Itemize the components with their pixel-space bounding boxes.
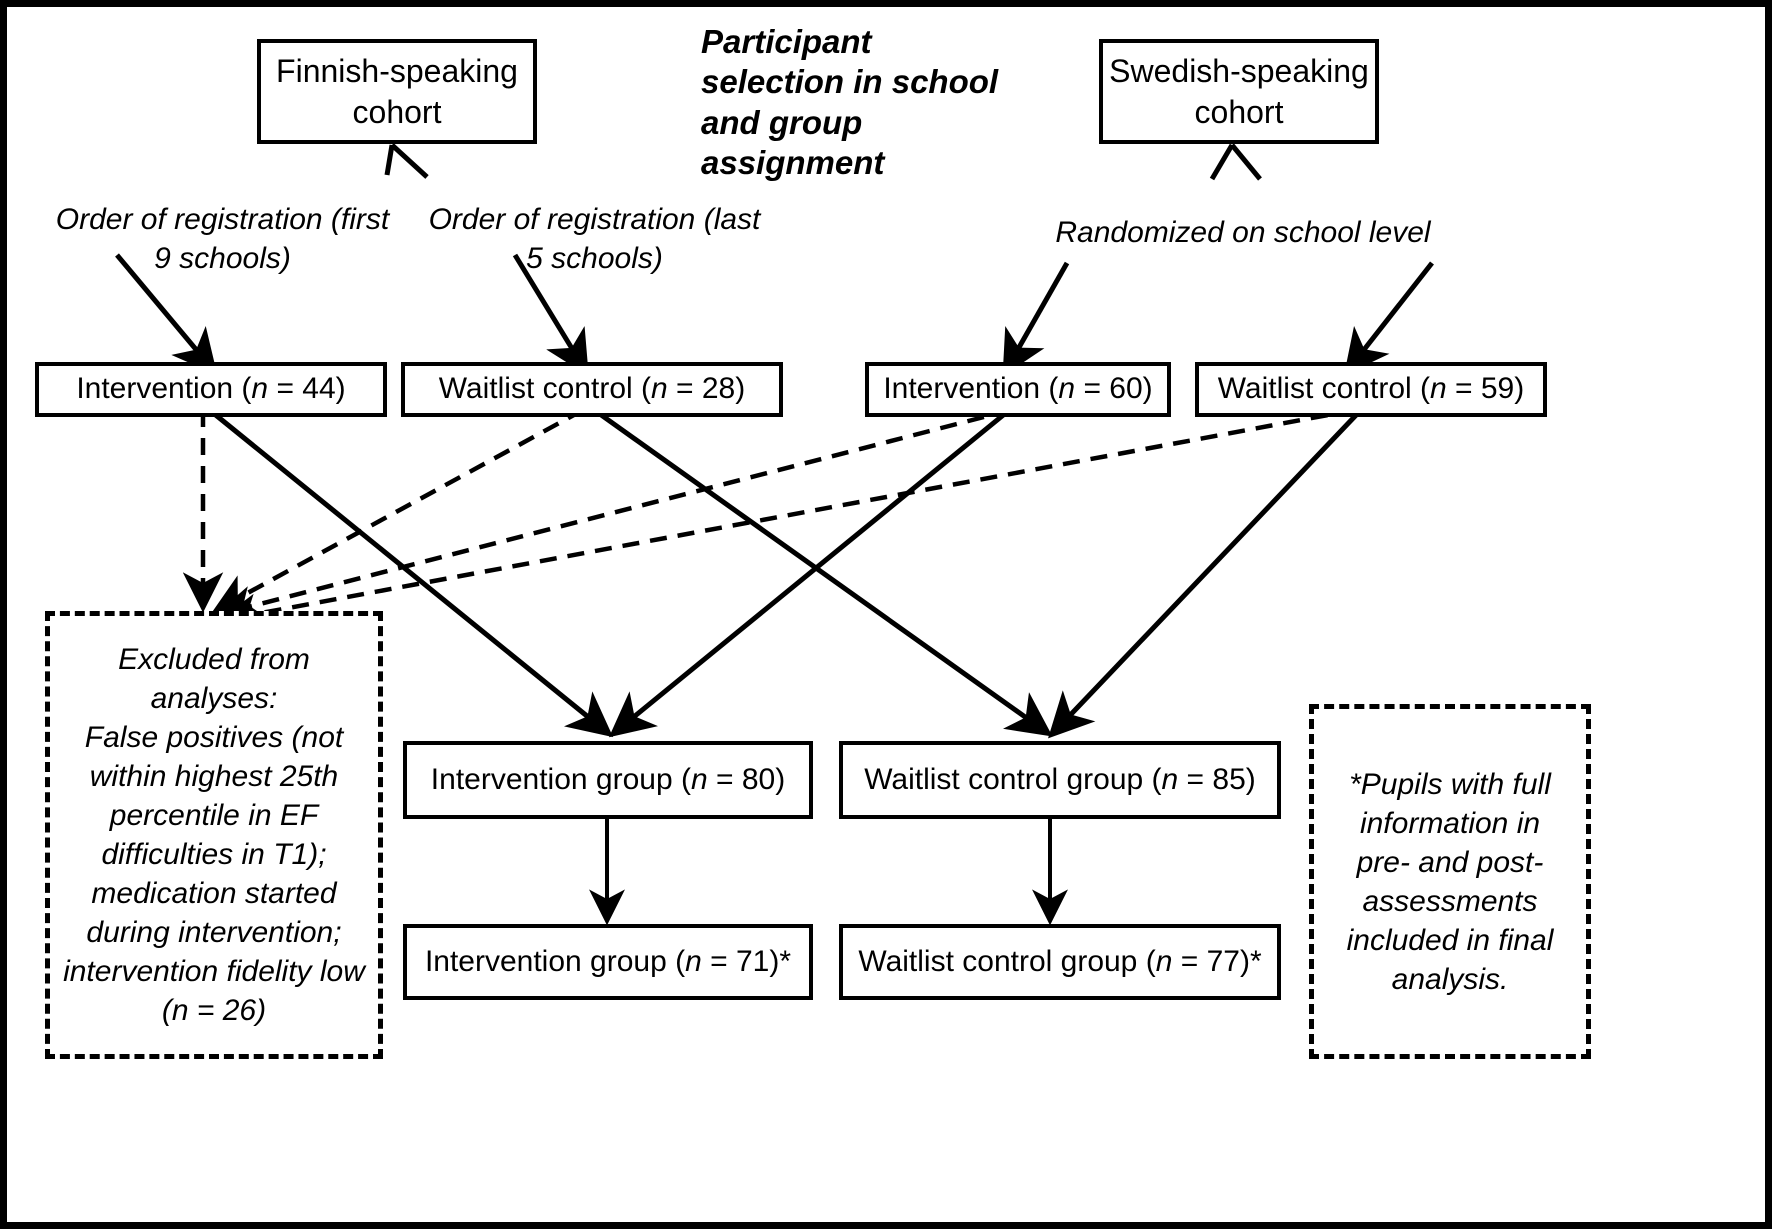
node-label: Intervention group (n = 71)* bbox=[424, 944, 792, 978]
node-waitlist-group: Waitlist control group (n = 85) bbox=[839, 741, 1281, 819]
note-line: *Pupils with full bbox=[1349, 767, 1551, 801]
note-line: information in bbox=[1359, 806, 1541, 840]
note-line: within highest 25th bbox=[89, 760, 339, 793]
note-line: included in final bbox=[1346, 923, 1554, 957]
note-line: pre- and post- bbox=[1356, 845, 1544, 879]
note-line: (n = 26) bbox=[161, 994, 267, 1027]
note-footnote-pupils: *Pupils with full information in pre- an… bbox=[1309, 704, 1591, 1059]
node-intervention-final: Intervention group (n = 71)* bbox=[403, 924, 813, 1000]
edge-label-randomized: Randomized on school level bbox=[1055, 216, 1431, 249]
note-line: percentile in EF bbox=[109, 799, 319, 832]
node-fi-waitlist: Waitlist control (n = 28) bbox=[401, 362, 783, 417]
note-line: during intervention; bbox=[86, 916, 342, 949]
note-line: medication started bbox=[91, 877, 337, 910]
node-label: Waitlist control (n = 59) bbox=[1217, 372, 1525, 406]
note-line: Excluded from analyses: bbox=[118, 643, 310, 715]
node-label: Waitlist control group (n = 77)* bbox=[858, 944, 1262, 978]
node-waitlist-final: Waitlist control group (n = 77)* bbox=[839, 924, 1281, 1000]
note-line: False positives (not bbox=[84, 721, 344, 754]
node-swedish-cohort: Swedish-speaking cohort bbox=[1099, 39, 1379, 144]
node-label: Waitlist control (n = 28) bbox=[438, 372, 746, 406]
node-fi-intervention: Intervention (n = 44) bbox=[35, 362, 387, 417]
note-line: analysis. bbox=[1391, 962, 1509, 996]
node-label: Finnish-speaking cohort bbox=[276, 52, 518, 130]
note-excluded-from-analyses: Excluded from analyses: False positives … bbox=[45, 611, 383, 1059]
edge-label-order-last-5: Order of registration (last 5 schools) bbox=[428, 203, 761, 275]
node-label: Intervention group (n = 80) bbox=[430, 762, 786, 796]
node-label: Waitlist control group (n = 85) bbox=[864, 762, 1256, 796]
note-line: difficulties in T1); bbox=[101, 838, 327, 871]
page-title: Participant selection in school and grou… bbox=[701, 23, 999, 181]
node-label: Intervention (n = 44) bbox=[76, 372, 346, 406]
node-finnish-cohort: Finnish-speaking cohort bbox=[257, 39, 537, 144]
node-sv-intervention: Intervention (n = 60) bbox=[865, 362, 1171, 417]
node-label: Intervention (n = 60) bbox=[883, 372, 1153, 406]
note-line: assessments bbox=[1362, 884, 1538, 918]
node-sv-waitlist: Waitlist control (n = 59) bbox=[1195, 362, 1547, 417]
note-line: intervention fidelity low bbox=[63, 955, 365, 988]
node-intervention-group: Intervention group (n = 80) bbox=[403, 741, 813, 819]
node-label: Swedish-speaking cohort bbox=[1109, 52, 1369, 130]
edge-label-order-first-9: Order of registration (first 9 schools) bbox=[55, 203, 390, 275]
